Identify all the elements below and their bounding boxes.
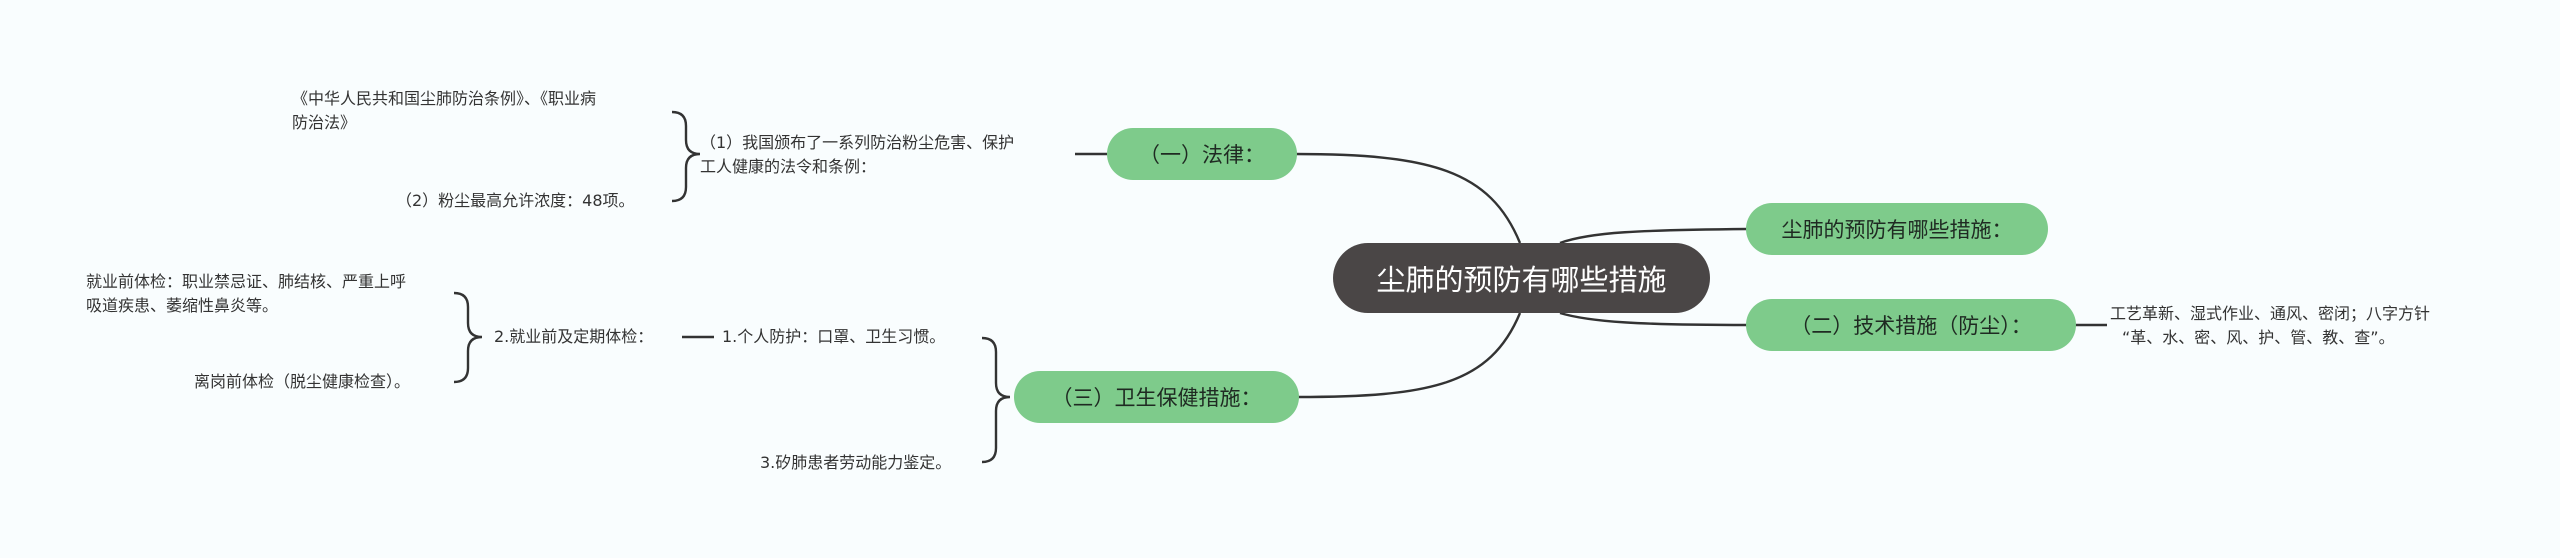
health-capacity-assessment[interactable]: 3.矽肺患者劳动能力鉴定。 — [760, 451, 951, 475]
tech-child-node[interactable]: 工艺革新、湿式作业、通风、密闭；八字方针 “革、水、密、风、护、管、教、查”。 — [2110, 302, 2430, 350]
bracket-exam — [453, 291, 483, 384]
connector-root-tech — [1559, 311, 1749, 327]
branch-law[interactable]: （一）法律： — [1107, 128, 1297, 180]
law-leaf-regulations[interactable]: 《中华人民共和国尘肺防治条例》、《职业病 防治法》 — [292, 87, 596, 135]
health-capacity-assessment-label: 3.矽肺患者劳动能力鉴定。 — [760, 453, 952, 472]
root-topic[interactable]: 尘肺的预防有哪些措施 — [1333, 243, 1710, 313]
branch-tech-label: （二）技术措施（防尘）： — [1790, 314, 2032, 338]
health-personal-protection-label: 1.个人防护：口罩、卫生习惯。 — [722, 327, 946, 346]
law-leaf-regulations-line1: 《中华人民共和国尘肺防治条例》、《职业病 — [292, 89, 597, 108]
health-exam-node[interactable]: 2.就业前及定期体检： — [494, 325, 653, 349]
branch-question[interactable]: 尘肺的预防有哪些措施： — [1746, 203, 2048, 255]
branch-question-label: 尘肺的预防有哪些措施： — [1781, 218, 2013, 242]
exam-leaf-pre-employment-line2: 吸道疾患、萎缩性鼻炎等。 — [86, 296, 279, 315]
law-child-line1: （1）我国颁布了一系列防治粉尘危害、保护 — [700, 133, 1015, 152]
tech-child-line1: 工艺革新、湿式作业、通风、密闭；八字方针 — [2110, 304, 2431, 323]
law-leaf-regulations-line2: 防治法》 — [292, 113, 357, 132]
connector-root-question — [1559, 227, 1749, 245]
bracket-health — [981, 336, 1011, 464]
connector-root-health — [1296, 312, 1522, 399]
exam-leaf-pre-employment-line1: 就业前体检：职业禁忌证、肺结核、严重上呼 — [86, 272, 407, 291]
tech-child-line2: “革、水、密、风、护、管、教、查”。 — [2122, 328, 2395, 347]
exam-leaf-pre-departure-label: 离岗前体检（脱尘健康检查）。 — [194, 372, 411, 391]
connector-root-law — [1294, 152, 1522, 244]
law-child-line2: 工人健康的法令和条例： — [700, 157, 877, 176]
root-topic-label: 尘肺的预防有哪些措施 — [1376, 263, 1667, 297]
branch-health-label: （三）卫生保健措施： — [1051, 386, 1262, 410]
health-personal-protection[interactable]: 1.个人防护：口罩、卫生习惯。 — [722, 325, 945, 349]
law-leaf-dust-limit-label: （2）粉尘最高允许浓度：48项。 — [396, 191, 635, 210]
bracket-law — [671, 110, 701, 203]
branch-health[interactable]: （三）卫生保健措施： — [1014, 371, 1299, 423]
exam-leaf-pre-departure[interactable]: 离岗前体检（脱尘健康检查）。 — [194, 370, 410, 394]
health-exam-label: 2.就业前及定期体检： — [494, 327, 654, 346]
law-leaf-dust-limit[interactable]: （2）粉尘最高允许浓度：48项。 — [396, 189, 635, 213]
exam-leaf-pre-employment[interactable]: 就业前体检：职业禁忌证、肺结核、严重上呼 吸道疾患、萎缩性鼻炎等。 — [86, 270, 406, 318]
branch-tech[interactable]: （二）技术措施（防尘）： — [1746, 299, 2076, 351]
law-child-node[interactable]: （1）我国颁布了一系列防治粉尘危害、保护 工人健康的法令和条例： — [700, 131, 1014, 179]
branch-law-label: （一）法律： — [1139, 143, 1265, 167]
